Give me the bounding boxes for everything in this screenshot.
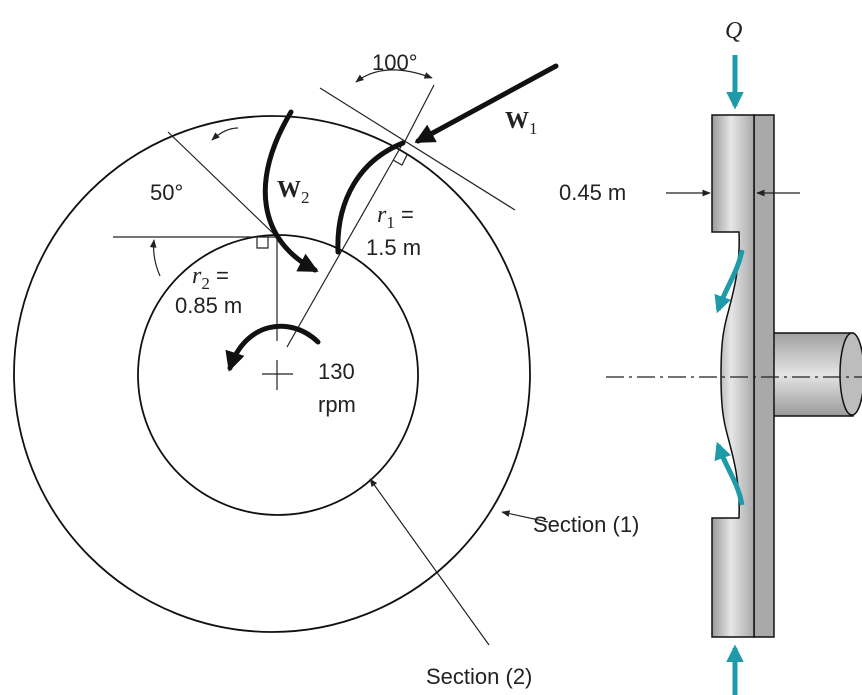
r2-symbol: r2 =	[192, 263, 229, 293]
section1-label: Section (1)	[533, 512, 639, 537]
angle-50-arrow-top	[211, 127, 239, 141]
reference-line-100	[403, 84, 435, 144]
flow-arrow-upper	[714, 249, 745, 314]
speed-value: 130	[318, 359, 355, 384]
flow-label: Q	[725, 18, 742, 44]
w2-arrow	[262, 109, 319, 273]
width-label: 0.45 m	[559, 180, 626, 205]
shaft-end	[839, 332, 862, 416]
angle-50-label: 50°	[150, 180, 183, 205]
radius-line-r1	[286, 142, 404, 348]
angle-100-arc	[355, 69, 433, 83]
w2-label: W2	[277, 177, 310, 207]
w1-arrow	[414, 63, 559, 144]
section1-leader	[501, 510, 549, 523]
r1-value: 1.5 m	[366, 235, 421, 260]
r2-value: 0.85 m	[175, 293, 242, 318]
angle-50-arrow-bottom	[149, 239, 161, 277]
rotation-arrow	[225, 323, 321, 372]
outer-circle-section-1	[13, 115, 531, 633]
right-angle-r2	[256, 237, 269, 249]
angle-100-label: 100°	[372, 50, 418, 75]
angle-50-line	[167, 131, 278, 238]
section2-label: Section (2)	[426, 664, 532, 689]
speed-unit: rpm	[318, 392, 356, 417]
right-angle-r1	[392, 154, 408, 166]
inner-circle-section-2	[137, 234, 419, 516]
w1-label: W1	[505, 108, 538, 138]
flow-arrow-lower	[714, 441, 745, 506]
rotor-blade-profile	[711, 114, 755, 638]
section2-leader	[369, 478, 490, 646]
center-cross	[262, 360, 293, 390]
blade-curve	[335, 140, 406, 255]
tangent-line-outer	[319, 87, 516, 211]
r1-symbol: r1 =	[377, 202, 414, 232]
rotor-side-view	[711, 114, 862, 638]
